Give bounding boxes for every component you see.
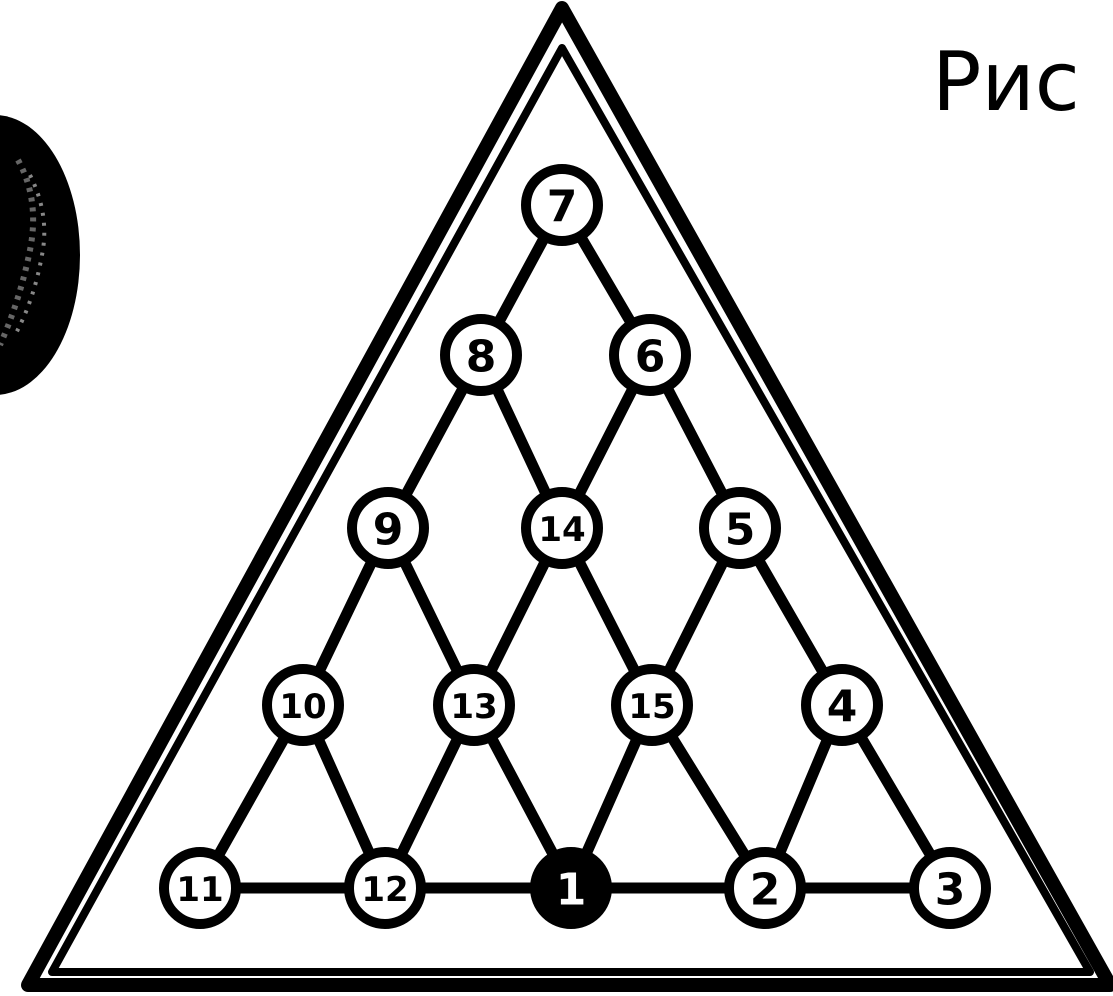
peg-hole-8[interactable]: 8 <box>445 319 517 391</box>
peg-hole-3[interactable]: 3 <box>914 852 986 924</box>
peg-number: 10 <box>279 687 326 727</box>
peg-number: 4 <box>827 682 858 733</box>
peg-hole-10[interactable]: 10 <box>267 669 339 741</box>
peg-number: 5 <box>725 505 756 556</box>
peg-number: 11 <box>176 870 223 910</box>
peg-hole-12[interactable]: 12 <box>349 852 421 924</box>
peg-hole-14[interactable]: 14 <box>526 492 598 564</box>
peg-number: 12 <box>361 870 408 910</box>
peg-hole-7[interactable]: 7 <box>526 169 598 241</box>
peg-hole-9[interactable]: 9 <box>352 492 424 564</box>
peg-number: 7 <box>547 182 578 233</box>
peg-hole-2[interactable]: 2 <box>729 852 801 924</box>
peg-number: 3 <box>935 865 966 916</box>
peg-number: 2 <box>750 865 781 916</box>
peg-number: 14 <box>538 510 585 550</box>
peg-number: 8 <box>466 332 497 383</box>
peg-number: 6 <box>635 332 666 383</box>
figure-caption: Рис <box>932 35 1080 130</box>
peg-hole-1[interactable]: 1 <box>535 852 607 924</box>
peg-hole-5[interactable]: 5 <box>704 492 776 564</box>
peg-hole-13[interactable]: 13 <box>438 669 510 741</box>
peg-number: 9 <box>373 505 404 556</box>
peg-number: 1 <box>556 865 587 916</box>
peg-hole-6[interactable]: 6 <box>614 319 686 391</box>
peg-hole-4[interactable]: 4 <box>806 669 878 741</box>
peg-hole-15[interactable]: 15 <box>616 669 688 741</box>
dark-disc-fragment <box>0 115 80 395</box>
peg-number: 13 <box>450 687 497 727</box>
peg-hole-11[interactable]: 11 <box>164 852 236 924</box>
peg-number: 15 <box>628 687 675 727</box>
